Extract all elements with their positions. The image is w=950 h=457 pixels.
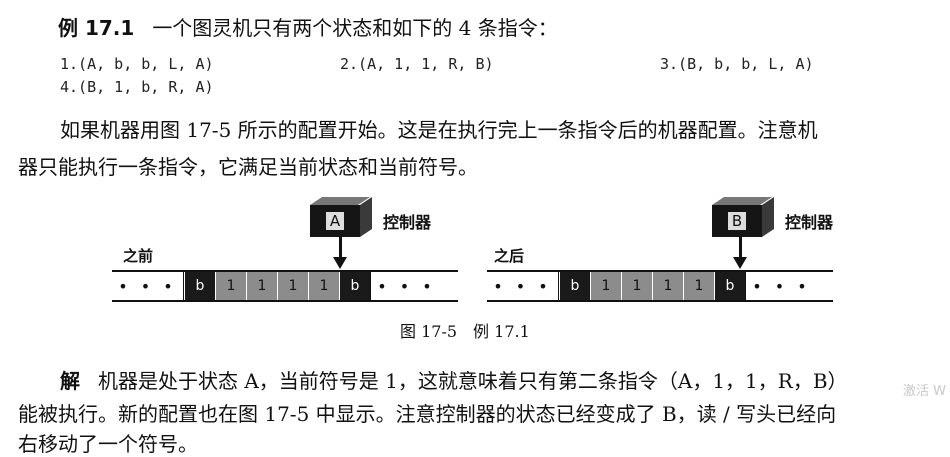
head-arrow-after [739,237,742,257]
intro-line-1: 如果机器用图 17-5 所示的配置开始。这是在执行完上一条指令后的机器配置。注意… [60,118,818,142]
tape-cell: b [714,272,745,300]
solution-line-1: 解机器是处于状态 A，当前符号是 1，这就意味着只有第二条指令（A，1，1，R，… [60,365,848,394]
instruction-3: 3.(B, b, b, L, A) [660,55,814,73]
tape-cell: 1 [621,272,652,300]
tape-after: • • • b 1 1 1 1 b • • • [487,270,833,302]
caption-number: 图 17-5 [400,322,458,341]
intro-line-2: 器只能执行一条指令，它满足当前状态和当前符号。 [18,155,478,179]
head-arrow-before [339,237,342,257]
tape-ellipsis-left: • • • [112,272,184,300]
tape-before: • • • b 1 1 1 1 b • • • [112,270,458,302]
controller-label-after: 控制器 [785,213,834,232]
instruction-1: 1.(A, b, b, L, A) [60,55,214,73]
figure-caption: 图 17-5 例 17.1 [400,318,530,342]
controller-box-after: B [712,197,774,237]
tape-cell: 1 [590,272,621,300]
instruction-2: 2.(A, 1, 1, R, B) [340,55,494,73]
solution-line-3: 右移动了一个符号。 [18,432,198,456]
instruction-4: 4.(B, 1, b, R, A) [60,78,214,96]
tape-ellipsis-right: • • • [745,272,817,300]
solution-label: 解 [60,369,80,393]
tape-cell: b [339,272,370,300]
controller-state-after: B [727,212,747,230]
tape-cell: 1 [308,272,339,300]
head-arrowhead-after [733,257,747,269]
controller-box-before: A [310,197,372,237]
after-label: 之后 [494,247,525,265]
tape-cell: 1 [683,272,714,300]
tape-cell: b [559,272,590,300]
before-label: 之前 [123,247,154,265]
controller-label-before: 控制器 [383,213,432,232]
activation-watermark: 激活 W [903,384,946,399]
solution-line-2: 能被执行。新的配置也在图 17-5 中显示。注意控制器的状态已经变成了 B，读 … [18,402,837,426]
caption-text: 例 17.1 [473,322,530,341]
controller-state-before: A [325,212,345,230]
example-heading: 例 17.1 一个图灵机只有两个状态和如下的 4 条指令： [58,12,558,41]
tape-cell: b [184,272,215,300]
tape-ellipsis-left: • • • [487,272,559,300]
tape-cell: 1 [246,272,277,300]
example-label: 例 17.1 [58,16,135,40]
head-arrowhead-before [333,257,347,269]
tape-cell: 1 [277,272,308,300]
solution-text-1: 机器是处于状态 A，当前符号是 1，这就意味着只有第二条指令（A，1，1，R，B… [98,369,848,393]
tape-ellipsis-right: • • • [370,272,442,300]
example-text: 一个图灵机只有两个状态和如下的 4 条指令： [152,16,558,40]
tape-cell: 1 [652,272,683,300]
tape-cell: 1 [215,272,246,300]
